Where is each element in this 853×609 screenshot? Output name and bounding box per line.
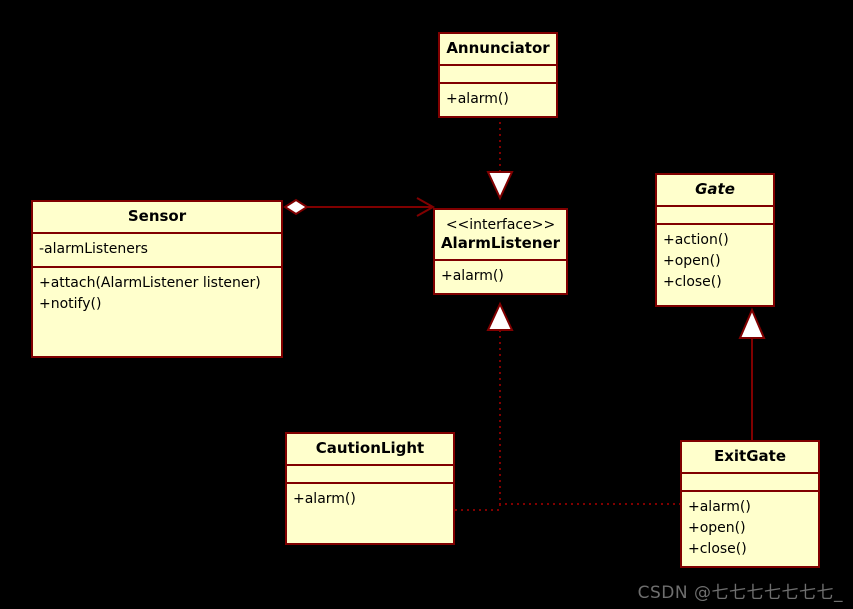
operation-item: +close()	[688, 541, 747, 557]
operation-item: +alarm()	[293, 491, 356, 507]
operations-compartment-annunciator: +alarm()	[440, 84, 556, 116]
attributes-compartment-annunciator	[440, 66, 556, 82]
operation-item: +open()	[688, 520, 746, 536]
hollow-triangle-arrowhead	[486, 171, 514, 201]
operations-compartment-gate: +action() +open() +close()	[657, 225, 773, 299]
class-box-gate[interactable]: Gate +action() +open() +close()	[655, 173, 775, 307]
class-stereotype-alarmlistener: <<interface>>	[445, 217, 556, 233]
operations-compartment-cautionlight: +alarm()	[287, 484, 453, 516]
compartment-divider	[682, 490, 818, 492]
operation-item: +close()	[663, 274, 722, 290]
class-name-sensor: Sensor	[127, 207, 187, 225]
class-name-alarmlistener: AlarmListener	[440, 234, 561, 252]
attributes-compartment-sensor: -alarmListeners	[33, 234, 281, 266]
operations-compartment-alarmlistener: +alarm()	[435, 261, 566, 293]
class-box-sensor[interactable]: Sensor -alarmListeners +attach(AlarmList…	[31, 200, 283, 358]
link-annunciator-implements-alarmlistener	[486, 122, 514, 201]
class-name-compartment: CautionLight	[287, 434, 453, 464]
class-name-cautionlight: CautionLight	[315, 439, 425, 457]
class-name-compartment: Gate	[657, 175, 773, 205]
watermark-text: CSDN @七七七七七七七_	[637, 583, 843, 603]
class-name-compartment: Annunciator	[440, 34, 556, 64]
compartment-divider	[33, 266, 281, 268]
attribute-item: -alarmListeners	[39, 241, 148, 257]
operation-item: +alarm()	[441, 268, 504, 284]
attributes-compartment-gate	[657, 207, 773, 223]
link-subclasses-implement-alarmlistener	[455, 301, 681, 511]
hollow-triangle-arrowhead	[486, 301, 514, 331]
open-arrowhead	[416, 197, 436, 217]
operation-item: +notify()	[39, 296, 102, 312]
operation-item: +attach(AlarmListener listener)	[39, 275, 261, 291]
class-name-annunciator: Annunciator	[446, 39, 550, 57]
operations-compartment-sensor: +attach(AlarmListener listener) +notify(…	[33, 268, 281, 321]
attributes-compartment-cautionlight	[287, 466, 453, 482]
compartment-divider	[440, 64, 556, 66]
compartment-divider	[33, 232, 281, 234]
hollow-triangle-arrowhead	[738, 307, 766, 339]
class-name-compartment: <<interface>> AlarmListener	[435, 210, 566, 259]
compartment-divider	[287, 482, 453, 484]
compartment-divider	[287, 464, 453, 466]
class-name-compartment: ExitGate	[682, 442, 818, 472]
compartment-divider	[682, 472, 818, 474]
operations-compartment-exitgate: +alarm() +open() +close()	[682, 492, 818, 566]
link-exitgate-extends-gate	[738, 307, 766, 440]
class-name-exitgate: ExitGate	[713, 447, 786, 465]
link-sensor-aggregates-alarmlistener	[283, 197, 436, 217]
class-box-annunciator[interactable]: Annunciator +alarm()	[438, 32, 558, 118]
operation-item: +alarm()	[688, 499, 751, 515]
operation-item: +open()	[663, 253, 721, 269]
operation-item: +action()	[663, 232, 729, 248]
compartment-divider	[657, 223, 773, 225]
class-box-cautionlight[interactable]: CautionLight +alarm()	[285, 432, 455, 545]
compartment-divider	[440, 82, 556, 84]
operation-item: +alarm()	[446, 91, 509, 107]
class-name-gate: Gate	[695, 180, 735, 198]
compartment-divider	[657, 205, 773, 207]
compartment-divider	[435, 259, 566, 261]
class-name-compartment: Sensor	[33, 202, 281, 232]
class-box-exitgate[interactable]: ExitGate +alarm() +open() +close()	[680, 440, 820, 568]
attributes-compartment-exitgate	[682, 474, 818, 490]
hollow-diamond-tail	[283, 198, 309, 216]
class-box-alarmlistener[interactable]: <<interface>> AlarmListener +alarm()	[433, 208, 568, 295]
